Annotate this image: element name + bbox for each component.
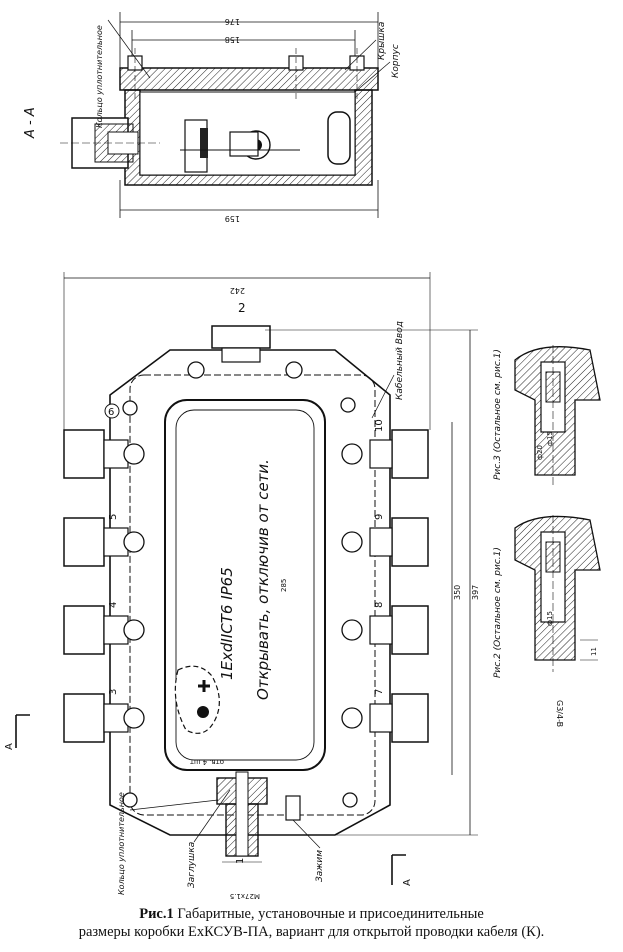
caption-line-1: Рис.1 Габаритные, установочные и присоед… bbox=[0, 905, 623, 923]
callout-ring-section: Кольцо уплотнительное bbox=[95, 25, 104, 128]
left-entries bbox=[63, 429, 145, 743]
caption-line-2: размеры коробки ЕхКСУВ-ПА, вариант для о… bbox=[78, 924, 545, 940]
dim-158: 158 bbox=[225, 35, 240, 44]
dim-outer: 397 bbox=[471, 585, 480, 600]
callout-plug: Заглушка bbox=[187, 842, 197, 888]
dim-mid: 350 bbox=[453, 585, 462, 600]
section-mark-left: А bbox=[4, 743, 15, 750]
section-view: А - А 176 158 bbox=[23, 12, 401, 223]
callout-ring-plan: Кольцо уплотнительное bbox=[117, 792, 126, 895]
dim-width: 242 bbox=[230, 286, 245, 295]
callout-cable-entry: Кабельный Ввод bbox=[395, 321, 405, 400]
fig3-title: Рис.3 (Остальное см. рис.1) bbox=[493, 349, 503, 480]
entry-1: 1 bbox=[235, 858, 246, 864]
caption-text-1: Габаритные, установочные и присоединител… bbox=[177, 906, 484, 922]
right-entries bbox=[341, 429, 429, 743]
entry-label-3: 3 bbox=[108, 689, 119, 695]
callout-body: Корпус bbox=[391, 44, 401, 78]
dim-176: 176 bbox=[225, 17, 240, 26]
section-mark-bottom: А bbox=[402, 879, 413, 886]
fig3-dim-a: ф15 bbox=[546, 431, 554, 446]
entry-label-5: 5 bbox=[108, 514, 119, 520]
section-label: А - А bbox=[23, 107, 38, 139]
figure-caption: Рис.1 Габаритные, установочные и присоед… bbox=[0, 905, 623, 941]
detail-figure-3: Рис.3 (Остальное см. рис.1) ф15 ф20 bbox=[493, 345, 601, 485]
marking-main: 1ExdIICT6 IP65 bbox=[218, 567, 236, 680]
plan-view: 242 2 3 bbox=[4, 272, 480, 900]
note-hole: отв. 4 шт bbox=[190, 758, 224, 766]
dim-159: 159 bbox=[225, 214, 240, 223]
marking-warn: Открывать, отключив от сети. bbox=[254, 459, 272, 700]
callout-lid: Крышка bbox=[377, 22, 387, 60]
entry-label-4: 4 bbox=[108, 602, 119, 608]
callout-clamp: Зажим bbox=[315, 850, 325, 882]
circled-6: 6 bbox=[108, 407, 114, 418]
dim-inner: 285 bbox=[280, 579, 288, 592]
entry-label-8: 8 bbox=[374, 602, 385, 608]
caption-figure: Рис.1 bbox=[139, 906, 174, 922]
fig2-dim-len: 11 bbox=[590, 647, 598, 656]
fig2-title: Рис.2 (Остальное см. рис.1) bbox=[493, 547, 503, 678]
fig2-thread: G3/4-B bbox=[555, 700, 564, 727]
fig2-dim-a: ф15 bbox=[546, 611, 554, 626]
dim-thread: M27x1.5 bbox=[230, 892, 260, 900]
entry-label-10: 10 bbox=[374, 419, 385, 432]
entry-2: 2 bbox=[238, 301, 246, 315]
fig3-dim-b: ф20 bbox=[536, 445, 544, 460]
detail-figure-2: Рис.2 (Остальное см. рис.1) ф15 11 G3/4-… bbox=[493, 515, 601, 727]
entry-label-9: 9 bbox=[374, 514, 385, 520]
technical-drawing: А - А 176 158 bbox=[4, 12, 601, 900]
entry-label-7: 7 bbox=[374, 689, 385, 695]
